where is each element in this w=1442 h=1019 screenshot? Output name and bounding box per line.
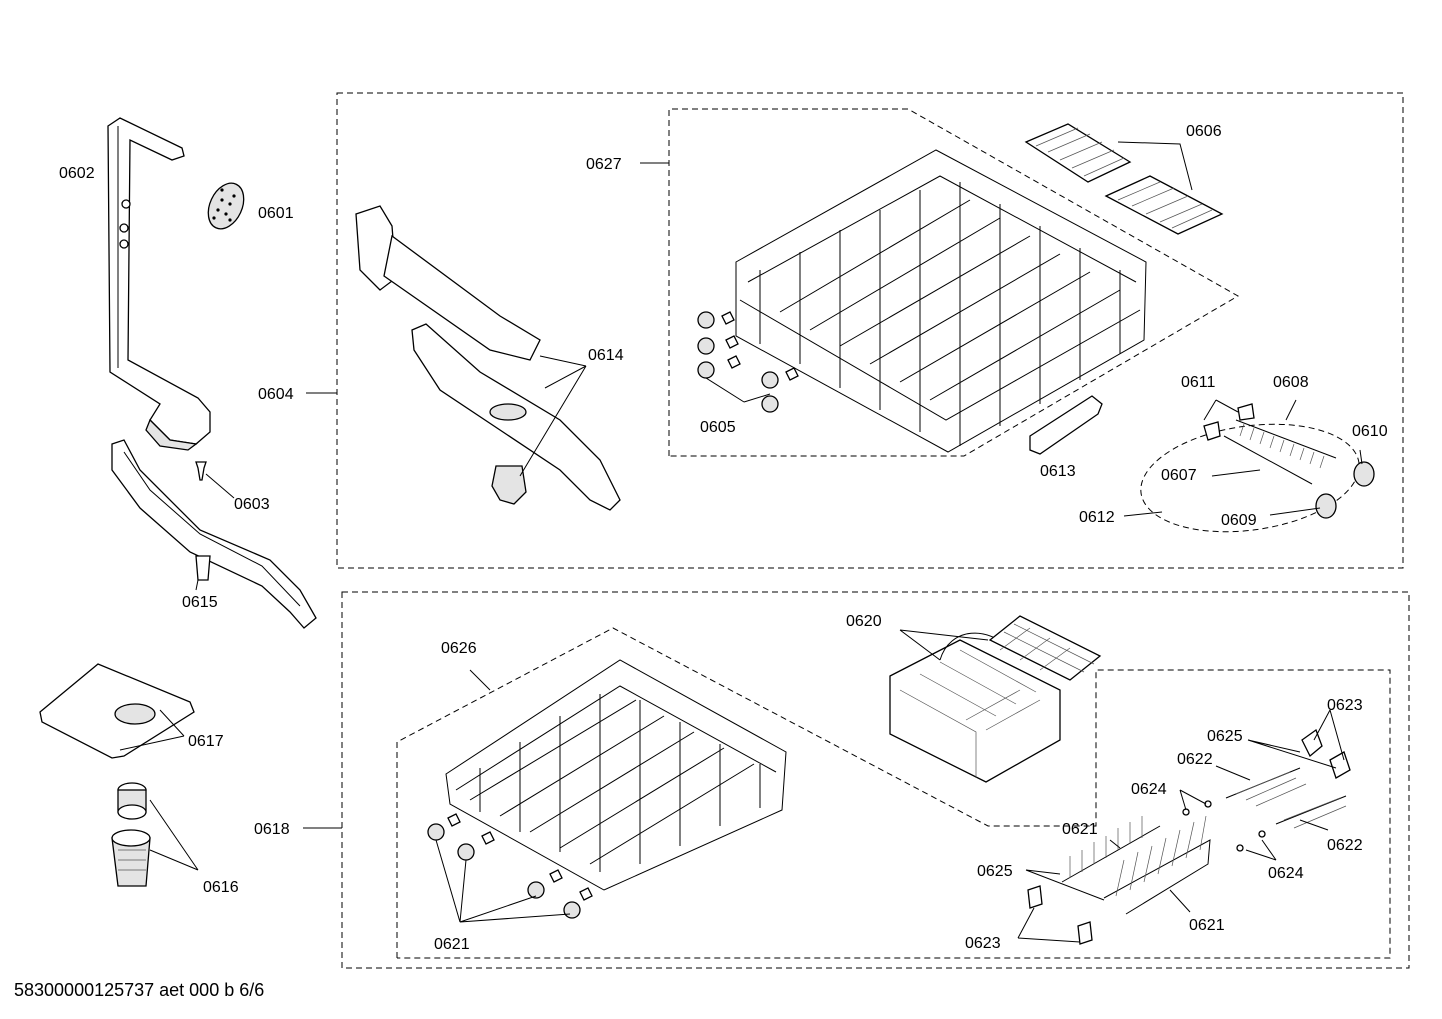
rack-adjuster-part bbox=[1203, 403, 1375, 519]
tine-racks-part bbox=[1027, 728, 1351, 945]
upper-basket-part bbox=[735, 149, 1147, 453]
lower-basket-outline bbox=[396, 627, 1391, 959]
lower-rollers-part bbox=[427, 813, 593, 919]
label-0622-top: 0622 bbox=[1177, 751, 1213, 768]
label-0605: 0605 bbox=[700, 419, 736, 436]
label-0604: 0604 bbox=[258, 386, 294, 403]
label-0625-bottom: 0625 bbox=[977, 863, 1013, 880]
label-0620: 0620 bbox=[846, 613, 882, 630]
label-0623-top: 0623 bbox=[1327, 697, 1363, 714]
label-0625-top: 0625 bbox=[1207, 728, 1243, 745]
upper-rack-group-box bbox=[336, 92, 1404, 569]
label-0602: 0602 bbox=[59, 165, 95, 182]
upper-rollers-part bbox=[697, 311, 799, 413]
label-0610: 0610 bbox=[1352, 423, 1388, 440]
label-0612: 0612 bbox=[1079, 509, 1115, 526]
label-0606: 0606 bbox=[1186, 123, 1222, 140]
lower-rack-group-box bbox=[341, 591, 1410, 969]
lower-basket-part bbox=[445, 659, 787, 891]
rack-adjuster-outline bbox=[1140, 423, 1360, 533]
label-0621-right: 0621 bbox=[1189, 917, 1225, 934]
label-0621-mid: 0621 bbox=[1062, 821, 1098, 838]
label-0622-bottom: 0622 bbox=[1327, 837, 1363, 854]
label-0624-top: 0624 bbox=[1131, 781, 1167, 798]
label-0623-bottom: 0623 bbox=[965, 935, 1001, 952]
screw-part bbox=[195, 461, 207, 481]
label-0607: 0607 bbox=[1161, 467, 1197, 484]
label-0618: 0618 bbox=[254, 821, 290, 838]
label-0603: 0603 bbox=[234, 496, 270, 513]
label-0626: 0626 bbox=[441, 640, 477, 657]
part-number-labels: 0602 0601 0603 0615 0617 0616 0604 0618 … bbox=[59, 123, 1388, 953]
label-0611: 0611 bbox=[1181, 374, 1216, 391]
filter-disc-part bbox=[207, 182, 245, 230]
leader-lines bbox=[119, 141, 1363, 943]
filter-assembly-part bbox=[111, 782, 151, 887]
label-0624-bottom: 0624 bbox=[1268, 865, 1304, 882]
label-0627: 0627 bbox=[586, 156, 622, 173]
cup-racks-part bbox=[1024, 123, 1224, 235]
label-0615: 0615 bbox=[182, 594, 218, 611]
upper-spray-arm-part bbox=[355, 205, 621, 511]
drawing-code: 58300000125737 aet 000 b 6/6 bbox=[14, 980, 265, 1000]
label-0614: 0614 bbox=[588, 347, 624, 364]
label-0609: 0609 bbox=[1221, 512, 1257, 529]
lower-spray-arm-part bbox=[111, 439, 317, 629]
label-0621-rollers: 0621 bbox=[434, 936, 470, 953]
cover-plate-part bbox=[39, 663, 195, 759]
label-0608: 0608 bbox=[1273, 374, 1309, 391]
basket-handle-part bbox=[1029, 395, 1103, 455]
label-0613: 0613 bbox=[1040, 463, 1076, 480]
label-0617: 0617 bbox=[188, 733, 224, 750]
cutlery-basket-part bbox=[889, 615, 1102, 783]
label-0616: 0616 bbox=[203, 879, 239, 896]
supply-pipe-part bbox=[107, 117, 211, 451]
upper-basket-outline bbox=[668, 108, 1240, 457]
label-0601: 0601 bbox=[258, 205, 294, 222]
